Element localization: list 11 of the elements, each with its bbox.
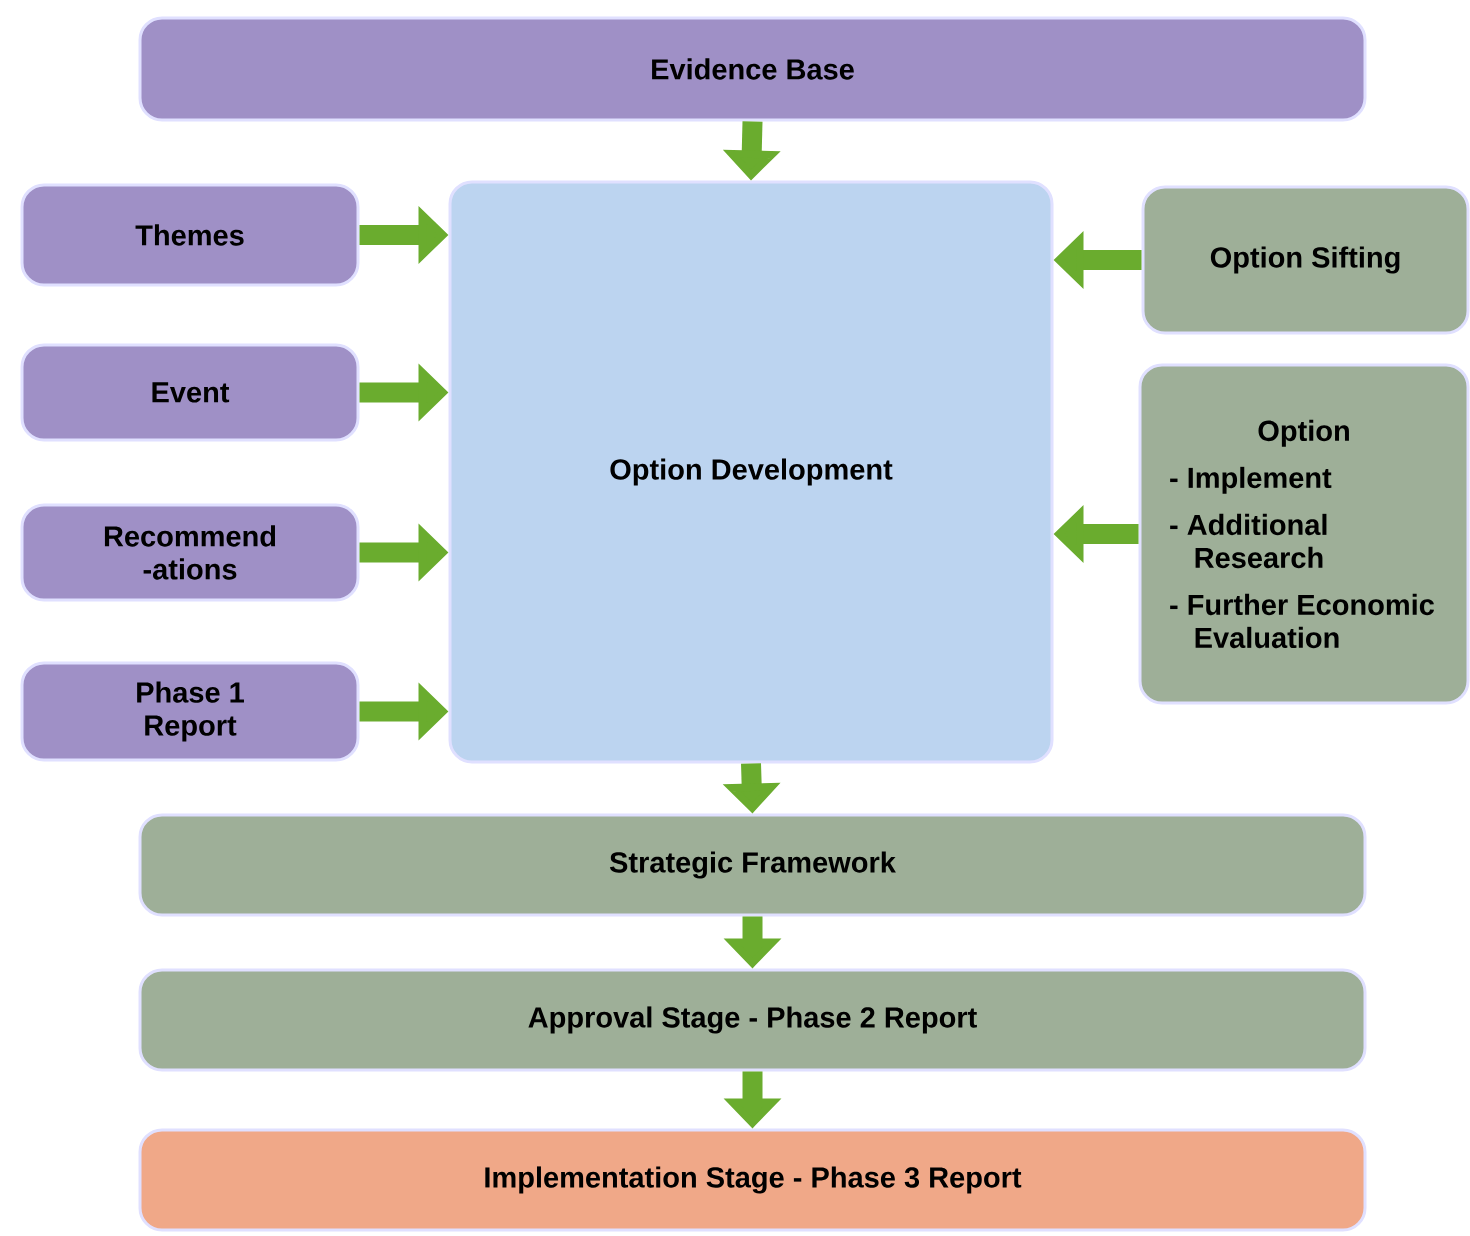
input-box: Themes bbox=[20, 183, 360, 287]
input-box: Option Sifting bbox=[1141, 185, 1470, 335]
stage-box: Implementation Stage - Phase 3 Report bbox=[138, 1128, 1367, 1232]
input-box: Phase 1 Report bbox=[20, 661, 360, 762]
stage-box: Strategic Framework bbox=[138, 813, 1367, 917]
process-box: Option Development bbox=[448, 180, 1054, 764]
input-box: Event bbox=[20, 343, 360, 442]
stage-box: Evidence Base bbox=[138, 16, 1367, 122]
stage-box: Approval Stage - Phase 2 Report bbox=[138, 968, 1367, 1072]
input-box: Option - Implement - Additional Research - Further Economic Evaluation bbox=[1138, 363, 1470, 705]
input-box: Recommend -ations bbox=[20, 503, 360, 602]
